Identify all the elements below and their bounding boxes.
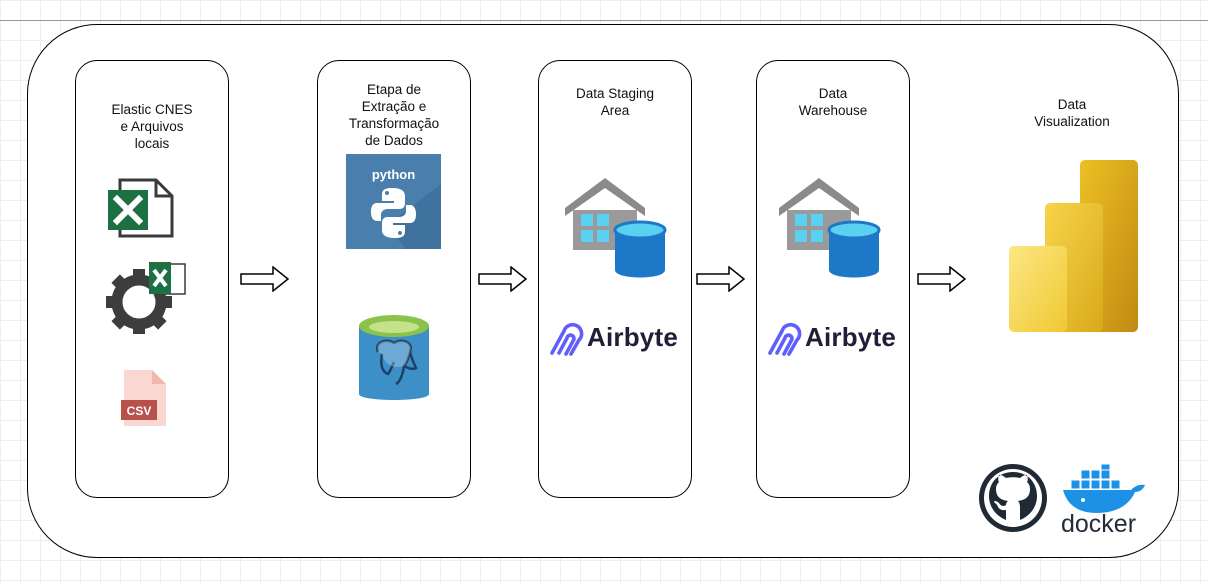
- power-bi-icon: [1009, 160, 1138, 332]
- staging-warehouse-db-icon: [565, 178, 667, 278]
- stage-etl-label: Etapa de Extração e Transformação de Dad…: [348, 82, 440, 148]
- csv-file-icon: CSV: [121, 370, 166, 426]
- docker-whale-icon: [1063, 464, 1145, 513]
- data-warehouse-db-icon: [779, 178, 881, 278]
- flow-arrow-2: [478, 266, 528, 292]
- stage-sources-label: Elastic CNES e Arquivos locais: [111, 102, 193, 151]
- canvas-top-border: [0, 20, 1208, 21]
- stage-staging[interactable]: Data Staging Area: [538, 60, 692, 498]
- airbyte-logo-icon-1: [550, 322, 584, 356]
- airbyte-wordmark-2: Airbyte: [805, 322, 896, 352]
- stage-staging-label: Data Staging Area: [575, 86, 655, 118]
- python-icon: python: [346, 154, 441, 249]
- csv-label: CSV: [127, 404, 152, 418]
- python-label: python: [372, 167, 415, 182]
- github-icon: [979, 464, 1047, 532]
- flow-arrow-1: [240, 266, 290, 292]
- stage-etl[interactable]: Etapa de Extração e Transformação de Dad…: [317, 60, 471, 498]
- stage-warehouse-label: Data Warehouse: [798, 86, 868, 118]
- airbyte-logo-icon-2: [768, 322, 802, 356]
- excel-icon: [108, 178, 174, 238]
- stage-visualization-label[interactable]: Data Visualization: [1034, 97, 1110, 129]
- airbyte-wordmark-1: Airbyte: [587, 322, 678, 352]
- flow-arrow-4: [917, 266, 967, 292]
- postgresql-db-icon: [359, 315, 429, 400]
- flow-arrow-3: [696, 266, 746, 292]
- gear-excel-icon: [106, 262, 186, 334]
- docker-wordmark: docker: [1061, 510, 1137, 538]
- stage-warehouse[interactable]: Data Warehouse: [756, 60, 910, 498]
